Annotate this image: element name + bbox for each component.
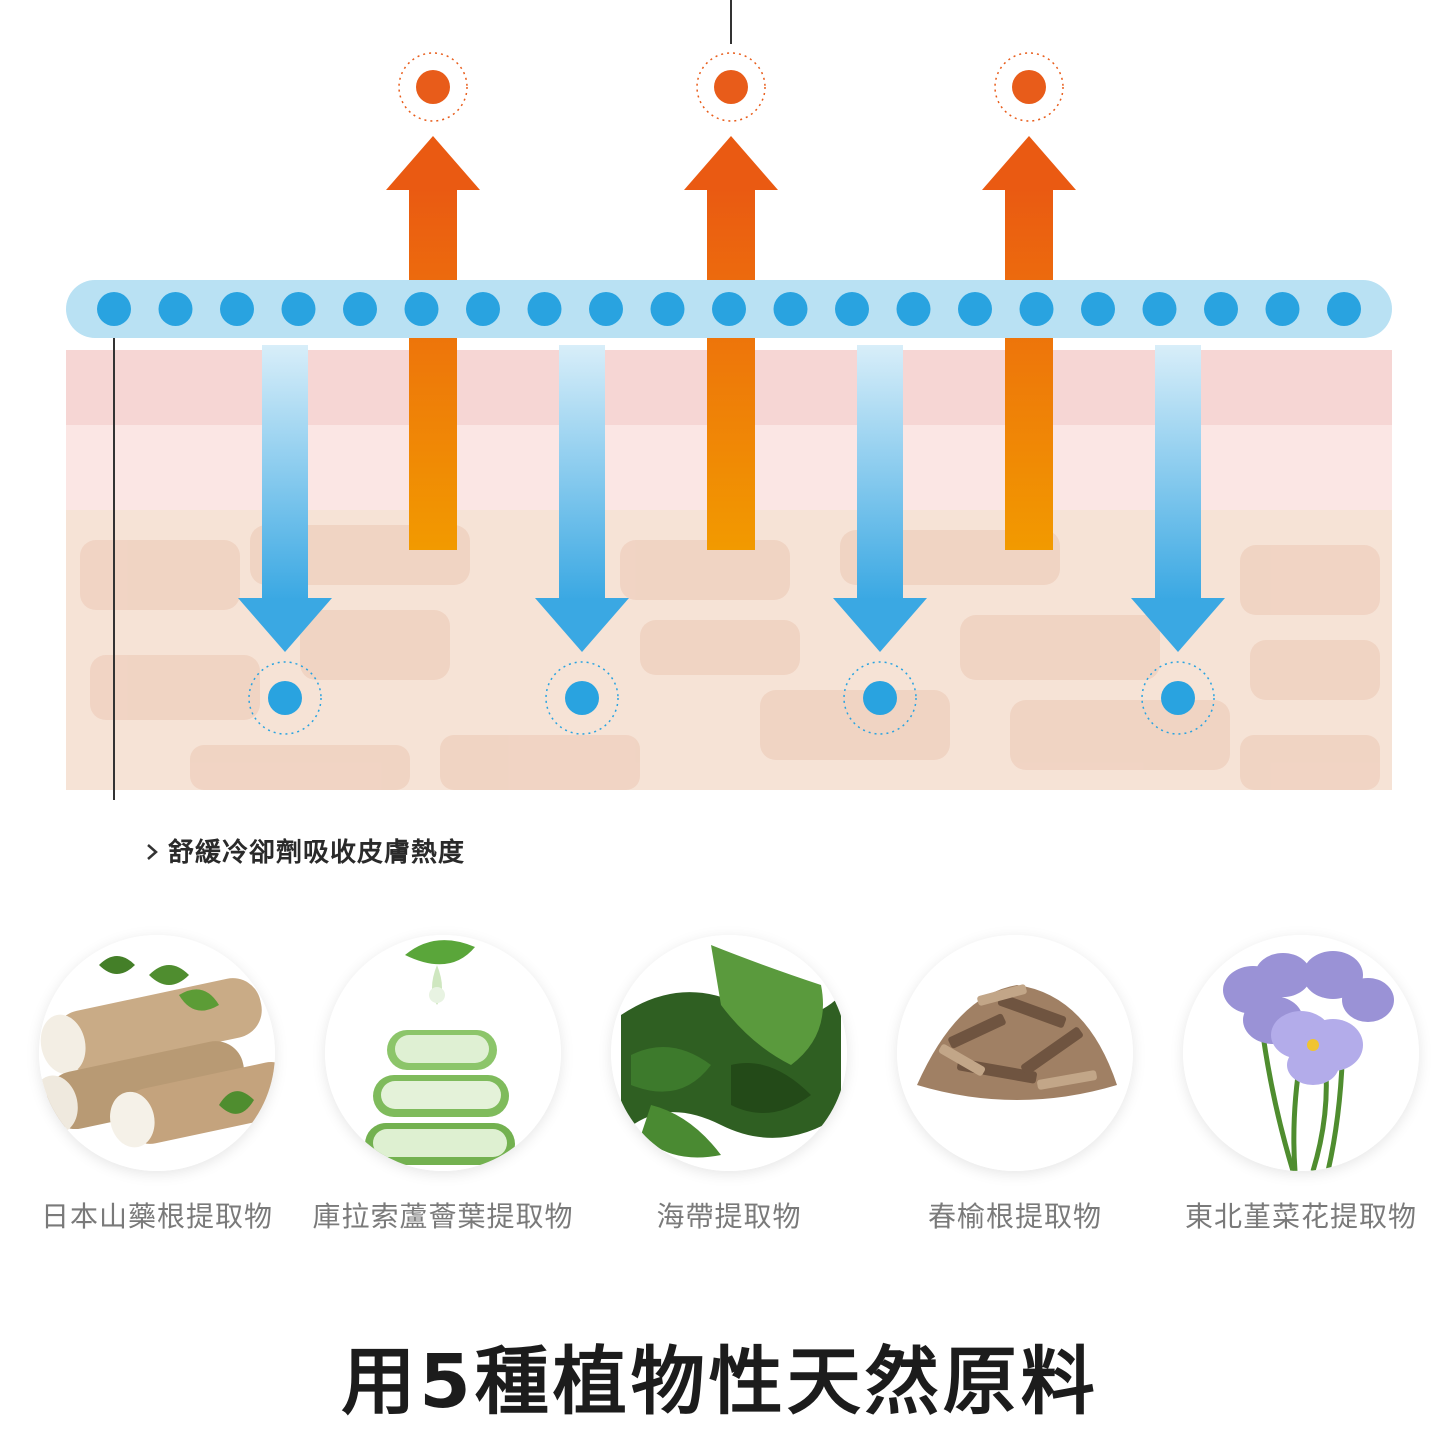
cooling-dot: [1081, 292, 1115, 326]
yam-root-photo: [39, 935, 275, 1171]
cooling-dot: [896, 292, 931, 326]
ingredient-name: 日本山藥根提取物: [40, 1200, 273, 1233]
heat-arrow-2: [684, 136, 778, 550]
ingredient-name: 庫拉索蘆薈葉提取物: [312, 1200, 574, 1233]
ingredient-yam: 日本山藥根提取物: [22, 935, 292, 1235]
cooling-dot: [158, 292, 193, 326]
cooling-dot: [1142, 292, 1177, 326]
cooling-dot: [527, 292, 562, 326]
cooling-dot: [1204, 292, 1238, 326]
cooling-dot: [466, 292, 500, 326]
cooling-dot: [650, 292, 685, 326]
ingredient-name: 海帶提取物: [656, 1200, 802, 1233]
heat-particle-3: [994, 52, 1064, 122]
cooling-dot: [97, 292, 131, 326]
heat-arrow-1: [386, 136, 480, 550]
cooling-dot: [589, 292, 623, 326]
cooling-band-dots: [97, 292, 1361, 326]
cooling-arrow-2: [535, 345, 629, 652]
cool-particle-1: [248, 661, 322, 735]
heat-particle-1: [398, 52, 468, 122]
cooling-dot: [220, 292, 254, 326]
caption-arrow-icon: [147, 844, 158, 860]
cooling-arrow-4: [1131, 345, 1225, 652]
cool-particle-3: [843, 661, 917, 735]
kelp-photo: [611, 935, 847, 1171]
ingredient-name: 春榆根提取物: [927, 1200, 1102, 1233]
cooling-arrow-1: [238, 345, 332, 652]
elm-root-photo: [897, 935, 1133, 1171]
cooling-dot: [1265, 292, 1300, 326]
cooling-diagram: [66, 0, 1392, 800]
cool-particle-2: [545, 661, 619, 735]
ingredient-violet: 東北堇菜花提取物: [1166, 935, 1436, 1235]
cooling-dot: [343, 292, 377, 326]
heat-arrow-3: [982, 136, 1076, 550]
violet-flower-photo: [1183, 935, 1419, 1171]
cooling-dot: [1019, 292, 1054, 326]
ingredient-kelp: 海帶提取物: [594, 935, 864, 1235]
ingredient-name: 東北堇菜花提取物: [1184, 1200, 1417, 1233]
ingredient-aloe: 庫拉索蘆薈葉提取物: [308, 935, 578, 1235]
headline: 用5種植物性天然原料: [341, 1339, 1099, 1425]
diagram-caption: 舒緩冷卻劑吸收皮膚熱度: [168, 838, 466, 868]
cooling-dot: [773, 292, 808, 326]
cool-particle-4: [1141, 661, 1215, 735]
cooling-dot: [712, 292, 746, 326]
cooling-dot: [958, 292, 992, 326]
cooling-arrow-3: [833, 345, 927, 652]
cooling-dot: [281, 292, 316, 326]
cooling-dot: [835, 292, 869, 326]
cooling-dot: [404, 292, 439, 326]
caption-connector: [113, 338, 115, 800]
aloe-leaf-photo: [325, 935, 561, 1171]
ingredient-elm: 春榆根提取物: [880, 935, 1150, 1235]
heat-particle-2: [696, 52, 766, 122]
cooling-dot: [1327, 292, 1361, 326]
